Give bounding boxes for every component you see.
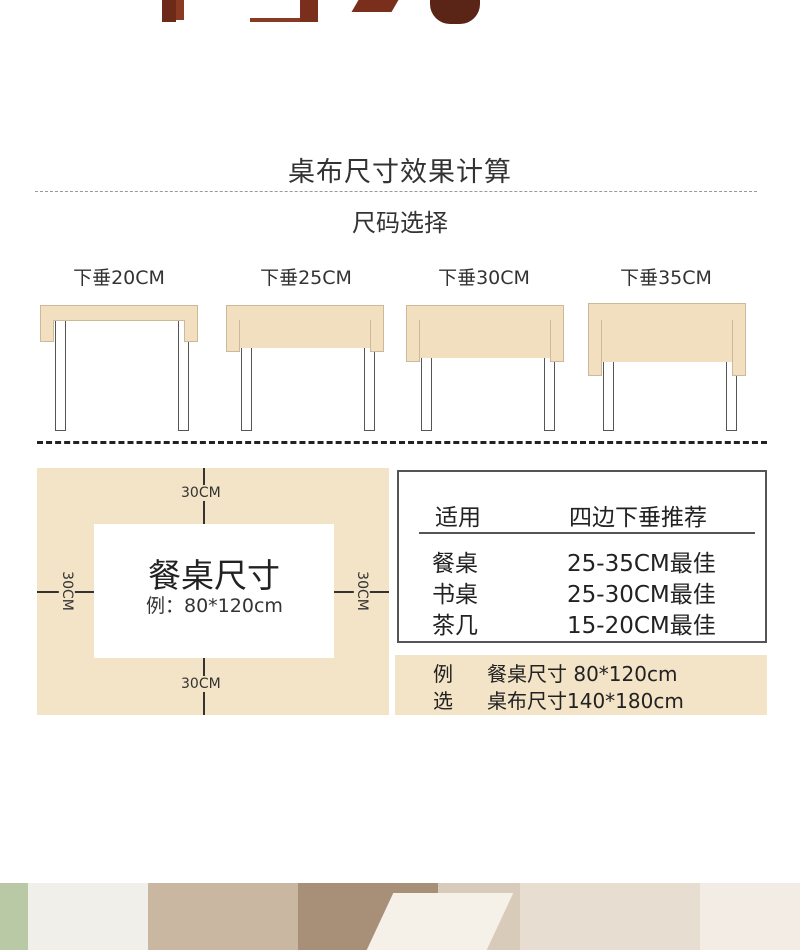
example-cloth-size: 桌布尺寸140*180cm — [487, 689, 684, 713]
column-header-usage: 适用 — [435, 505, 481, 531]
tablecloth-drop — [550, 320, 564, 362]
drop-label-20: 下垂20CM — [73, 267, 165, 289]
table-illustration-20 — [40, 305, 200, 433]
page-subtitle: 尺码选择 — [352, 209, 448, 237]
example-prefix: 例 — [433, 662, 453, 686]
chair-leg — [300, 0, 318, 22]
window-curtain — [28, 883, 148, 950]
plant — [0, 883, 28, 950]
top-margin-label: 30CM — [179, 485, 223, 501]
table-illustration-30 — [406, 305, 566, 433]
example-table-size: 餐桌尺寸 80*120cm — [487, 662, 678, 686]
wall-panel — [700, 883, 800, 950]
tablecloth-top — [226, 305, 384, 321]
left-margin-label: 30CM — [58, 569, 75, 613]
row-value: 25-30CM最佳 — [567, 582, 716, 608]
bottom-margin-label: 30CM — [179, 676, 223, 692]
tablecloth-front — [420, 320, 550, 358]
chair-leg — [351, 0, 399, 12]
row-value: 15-20CM最佳 — [567, 613, 716, 639]
tablecloth-drop — [226, 320, 240, 352]
drop-label-25: 下垂25CM — [260, 267, 352, 289]
tablecloth-drop — [184, 320, 198, 342]
row-name: 茶几 — [432, 613, 478, 639]
wall-panel — [520, 883, 700, 950]
bottom-product-photo — [0, 883, 800, 950]
page-title: 桌布尺寸效果计算 — [288, 157, 512, 188]
chair-leg — [176, 0, 184, 20]
tablecloth-drop — [588, 320, 602, 376]
chair-seat — [430, 0, 480, 24]
recommendation-table: 适用 四边下垂推荐 餐桌 25-35CM最佳 书桌 25-30CM最佳 茶几 1… — [397, 470, 767, 643]
top-product-photo — [0, 0, 800, 28]
table-top-area: 餐桌尺寸 例：80*120cm — [94, 524, 334, 658]
column-header-drop: 四边下垂推荐 — [569, 505, 707, 531]
diagram-title: 餐桌尺寸 — [148, 556, 280, 595]
size-diagram: 30CM 30CM 30CM 30CM 餐桌尺寸 例：80*120cm — [37, 468, 389, 715]
example-prefix: 选 — [433, 689, 453, 713]
tablecloth-drop — [732, 320, 746, 376]
section-divider — [37, 441, 767, 444]
tablecloth-front — [602, 320, 732, 362]
row-value: 25-35CM最佳 — [567, 551, 716, 577]
table-leg — [55, 320, 66, 431]
tablecloth-top — [40, 305, 198, 321]
right-margin-label: 30CM — [353, 569, 370, 613]
tablecloth-top — [406, 305, 564, 321]
example-box: 例 餐桌尺寸 80*120cm 选 桌布尺寸140*180cm — [395, 655, 767, 715]
table-illustration-25 — [226, 305, 386, 433]
drop-label-35: 下垂35CM — [620, 267, 712, 289]
curtain — [148, 883, 298, 950]
tablecloth-front — [240, 320, 370, 348]
lamp-shade — [366, 893, 514, 950]
chair-leg — [162, 0, 176, 22]
diagram-example: 例：80*120cm — [146, 595, 283, 617]
divider — [35, 191, 757, 192]
tablecloth-top — [588, 303, 746, 321]
row-name: 餐桌 — [432, 551, 478, 577]
drop-label-30: 下垂30CM — [438, 267, 530, 289]
tablecloth-drop — [406, 320, 420, 362]
tablecloth-drop — [370, 320, 384, 352]
header-separator — [419, 532, 755, 534]
chair-rail — [250, 18, 300, 22]
row-name: 书桌 — [432, 582, 478, 608]
table-illustration-35 — [588, 303, 748, 433]
tablecloth-drop — [40, 320, 54, 342]
